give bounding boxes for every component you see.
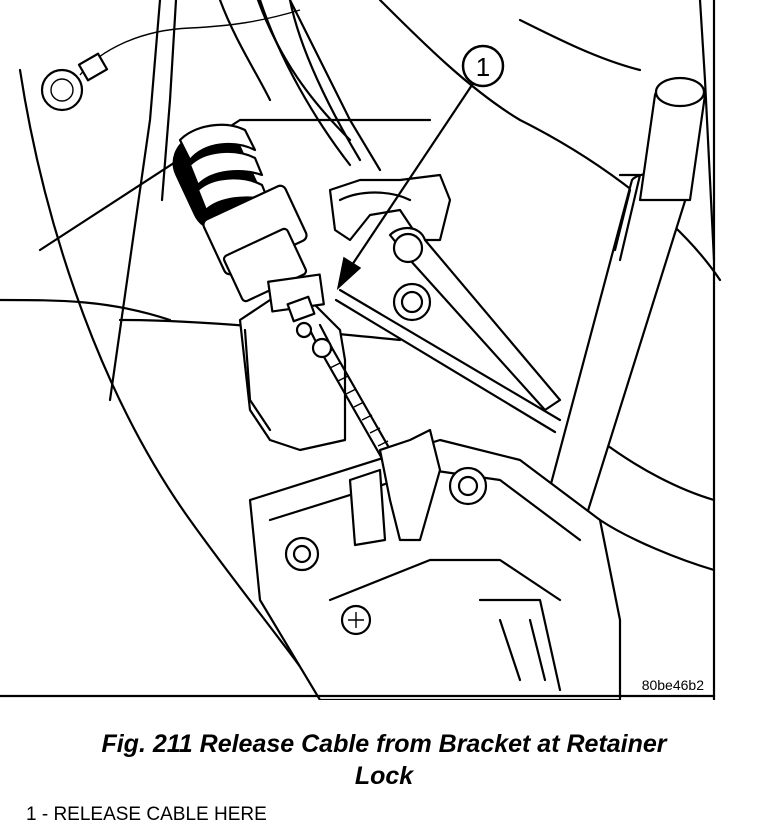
retainer-lock-base xyxy=(248,428,622,700)
image-reference-code: 80be46b2 xyxy=(642,677,705,693)
cable-boot xyxy=(172,123,308,303)
shifter-housing-upper xyxy=(328,173,562,434)
figure-caption-line-2: Lock xyxy=(354,762,414,790)
callout-1-leader xyxy=(336,80,476,291)
ground-bolt xyxy=(40,9,301,112)
bracket-bolt xyxy=(392,282,432,322)
figure-caption: Fig. 211 Release Cable from Bracket at R… xyxy=(0,728,768,792)
callout-1-number: 1 xyxy=(476,52,490,82)
callout-legend: 1 - RELEASE CABLE HERE xyxy=(26,804,267,826)
callout-1-marker: 1 xyxy=(461,44,505,88)
upper-rod xyxy=(258,0,362,167)
legend-item: 1 - RELEASE CABLE HERE xyxy=(26,804,267,825)
technical-illustration: 1 80be46b2 xyxy=(0,0,722,700)
cable-bracket xyxy=(238,273,347,452)
figure-caption-line-1: Fig. 211 Release Cable from Bracket at R… xyxy=(101,730,667,758)
